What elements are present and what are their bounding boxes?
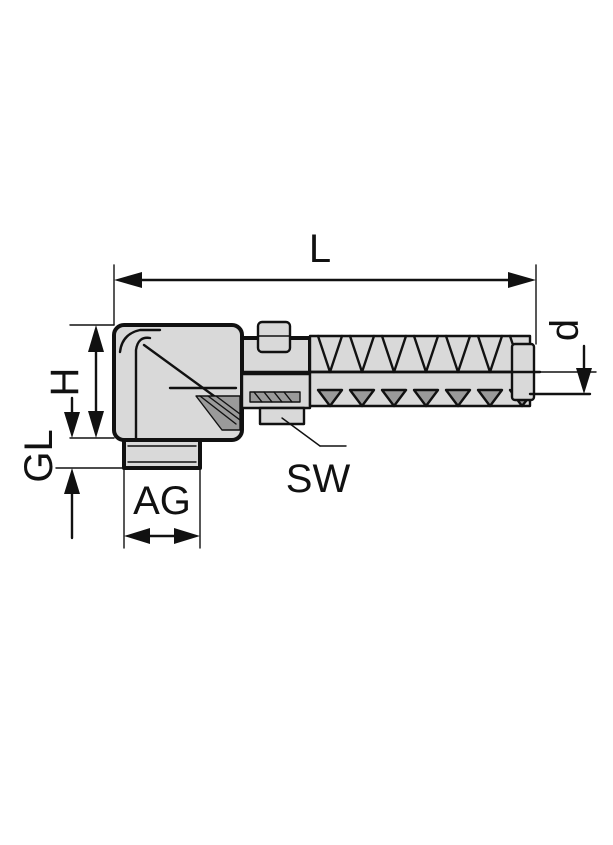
thread-label: AG — [133, 479, 191, 523]
hex-nut — [240, 320, 312, 426]
elbow-body — [112, 323, 244, 442]
arrowhead-down — [576, 368, 592, 394]
arrowhead-left — [114, 272, 142, 288]
dimension-height: H — [43, 324, 115, 439]
spring-coils-bottom — [316, 388, 532, 408]
thread-length-label: GL — [17, 429, 61, 482]
wrench-size-label: SW — [286, 457, 351, 501]
arrowhead-up — [88, 325, 104, 352]
dimension-cable-diameter: d — [539, 319, 597, 394]
arrowhead-down — [64, 412, 80, 438]
cable-diameter-label: d — [543, 319, 587, 341]
cable — [240, 370, 592, 396]
dimension-thread: AG — [123, 467, 201, 549]
length-label: L — [309, 227, 331, 271]
thread-stub — [122, 438, 202, 470]
dimension-thread-length: GL — [17, 396, 125, 540]
height-label: H — [43, 368, 87, 397]
arrowhead-down — [88, 411, 104, 438]
arrowhead-left — [124, 528, 150, 544]
arrowhead-up — [64, 468, 80, 494]
arrowhead-right — [508, 272, 536, 288]
dimension-length: L — [113, 227, 537, 345]
leader-wrench-size: SW — [281, 417, 351, 501]
arrowhead-right — [174, 528, 200, 544]
